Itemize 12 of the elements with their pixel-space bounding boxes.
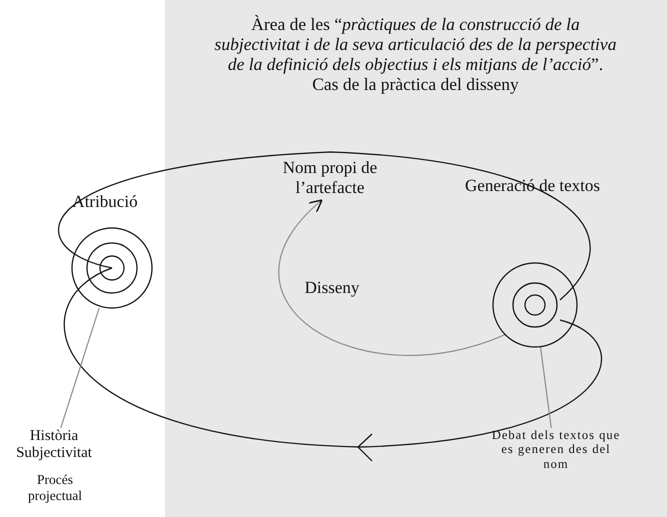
leader-line bbox=[60, 308, 100, 428]
text-label: Generació de textos bbox=[464, 176, 601, 196]
text-label: Debat dels textos que es generen des del nom bbox=[490, 428, 622, 500]
leader-line bbox=[540, 346, 552, 428]
text-label: Procés projectual bbox=[27, 472, 83, 504]
text-label: Nom propi de l’artefacte bbox=[262, 158, 398, 198]
area-heading: Àrea de les “pràctiques de la construcció de la subjectivitat i de la seva articulació des de la perspectiva de la definició dels objectius i els mitjans de l’acció”. Cas de la pràctica del disseny bbox=[214, 14, 618, 94]
text-label: Disseny bbox=[304, 278, 360, 298]
spiral-drawing bbox=[493, 263, 577, 347]
curved-arrow bbox=[278, 199, 506, 356]
text-label: Història Subjectivitat bbox=[2, 428, 106, 470]
spiral-drawing bbox=[72, 228, 152, 308]
